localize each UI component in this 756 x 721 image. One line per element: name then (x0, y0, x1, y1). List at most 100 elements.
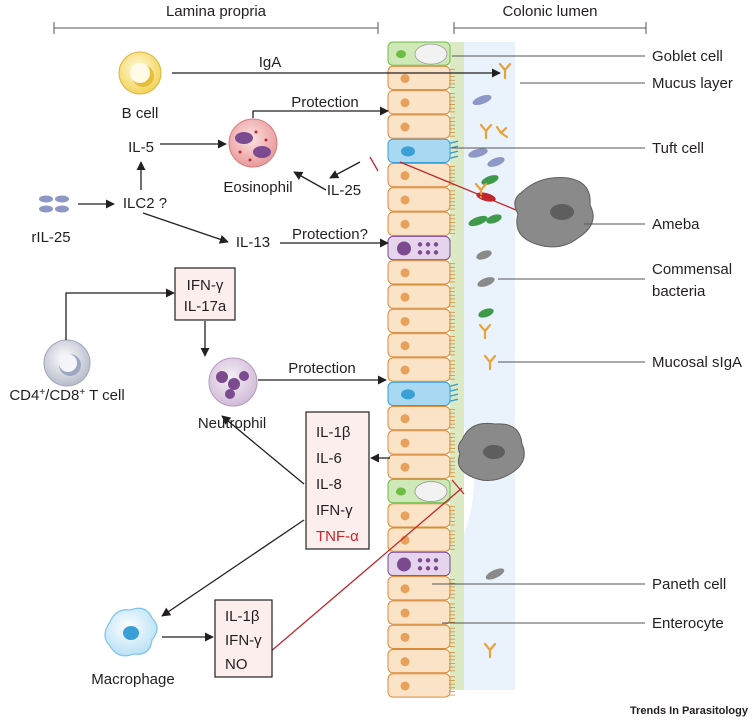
iga-label: IgA (259, 54, 282, 71)
enterocyte-cell (387, 114, 455, 139)
enterocyte-cell (387, 673, 455, 698)
epithelial-column (387, 41, 459, 698)
ril25-label: rIL-25 (31, 229, 70, 246)
enterocyte-cell (387, 503, 455, 528)
enterocyte-cell (387, 454, 455, 479)
enterocyte-cell (387, 90, 455, 115)
cytokine-line: IFN-γ (316, 502, 353, 519)
b-cell-label: B cell (122, 105, 159, 122)
enterocyte-cell (387, 187, 455, 212)
enterocyte-cell (387, 357, 455, 382)
paneth-cell (387, 551, 451, 577)
mucus-layer (457, 42, 515, 690)
t-cell-label: CD4+/CD8+ T cell (9, 387, 124, 404)
bacterium (472, 94, 492, 106)
bacterium (476, 250, 492, 260)
enterocyte-label: Enterocyte (652, 615, 724, 632)
arrow-tcell-box (65, 288, 175, 340)
macrophage-product-line: IL-1β (225, 608, 260, 625)
bacterium (478, 308, 494, 318)
enterocyte-cell (387, 576, 455, 601)
macrophage-product-line: NO (225, 656, 248, 673)
paneth-cell-label: Paneth cell (652, 576, 726, 593)
lamina-propria-label: Lamina propria (166, 3, 267, 20)
macrophage-label: Macrophage (91, 671, 174, 688)
siga-molecule (483, 642, 497, 659)
macrophage (104, 607, 158, 657)
arrow-il25-eosinophil (293, 171, 327, 191)
arrow-ilc2-il13 (142, 212, 229, 244)
arrow-protection-1 (252, 106, 389, 118)
goblet-cell (387, 41, 451, 66)
il5-label: IL-5 (128, 139, 154, 156)
enterocyte-cell (387, 308, 455, 334)
mucus-layer-label: Mucus layer (652, 75, 733, 92)
bacterium (468, 148, 488, 158)
enterocyte-cell (387, 163, 455, 188)
protection-label-3: Protection (288, 360, 356, 377)
cytokine-line: IL-1β (316, 424, 351, 441)
enterocyte-cell (387, 333, 455, 358)
b-cell (118, 51, 162, 95)
tuft-cell (387, 138, 459, 163)
colonic-lumen-label: Colonic lumen (502, 3, 597, 20)
box-ifn-il17: IFN-γ IL-17a (174, 267, 236, 321)
journal-credit: Trends In Parasitology (630, 705, 749, 717)
enterocyte-cell (387, 430, 455, 455)
box-macrophage-products: IL-1β IFN-γ NO (214, 599, 273, 678)
cytokine-line: IL-6 (316, 450, 342, 467)
inhibit-bar-il25 (369, 156, 379, 172)
bacterium (477, 277, 495, 287)
inhibit-bar-ameba (451, 479, 465, 495)
siga-molecule (498, 62, 512, 80)
ameba-label: Ameba (652, 216, 700, 233)
enterocyte-cell (387, 284, 455, 309)
right-callouts (432, 55, 645, 624)
eosinophil-label: Eosinophil (223, 179, 292, 196)
bacteria-label: bacteria (652, 283, 706, 300)
bacterium (468, 215, 488, 227)
header-lamina-propria: Lamina propria (53, 3, 379, 34)
arrow-cytokines-macrophage (161, 519, 305, 617)
enterocyte-cell (387, 527, 455, 552)
macrophage-product-line: IFN-γ (225, 632, 262, 649)
cytokine-line-tnf: TNF-α (316, 528, 359, 545)
right-labels: Goblet cell Mucus layer Tuft cell Ameba … (652, 48, 742, 632)
enterocyte-cell (387, 406, 455, 431)
tuft-cell (387, 381, 459, 407)
goblet-cell (387, 478, 451, 504)
protection-label-1: Protection (291, 94, 359, 111)
enterocyte-cell (387, 260, 455, 285)
eosinophil (228, 118, 278, 168)
cytokine-line: IL-8 (316, 476, 342, 493)
paneth-cell (387, 235, 451, 261)
goblet-cell-label: Goblet cell (652, 48, 723, 65)
ameba-upper (514, 177, 594, 248)
box-ifn-il17-line: IL-17a (184, 298, 227, 315)
protection-label-2: Protection? (292, 226, 368, 243)
header-colonic-lumen: Colonic lumen (453, 3, 647, 34)
arrow-tuft-il25 (329, 161, 361, 179)
arrows (65, 68, 501, 642)
siga-molecule (479, 123, 493, 140)
siga-molecule (483, 354, 497, 371)
enterocyte-cell (387, 600, 455, 625)
commensal-label: Commensal (652, 261, 732, 278)
box-ifn-il17-line: IFN-γ (187, 277, 224, 294)
tuft-ameba-red-line (399, 161, 517, 211)
enterocyte-cell (387, 65, 455, 91)
tuft-cell-label: Tuft cell (652, 140, 704, 157)
bacterium (486, 214, 502, 224)
enterocyte-cell (387, 649, 455, 674)
mucosal-siga-label: Mucosal sIgA (652, 354, 742, 371)
siga-molecule (495, 125, 509, 139)
bacterium (481, 175, 499, 185)
epithelium-basal-band (450, 42, 464, 690)
enterocyte-cell (387, 211, 455, 236)
ril25-molecules (39, 195, 69, 213)
arrow-cytokines-neutrophil (221, 415, 305, 485)
bacterium (487, 157, 505, 167)
box-cytokines: IL-1β IL-6 IL-8 IFN-γ TNF-α (305, 411, 370, 550)
